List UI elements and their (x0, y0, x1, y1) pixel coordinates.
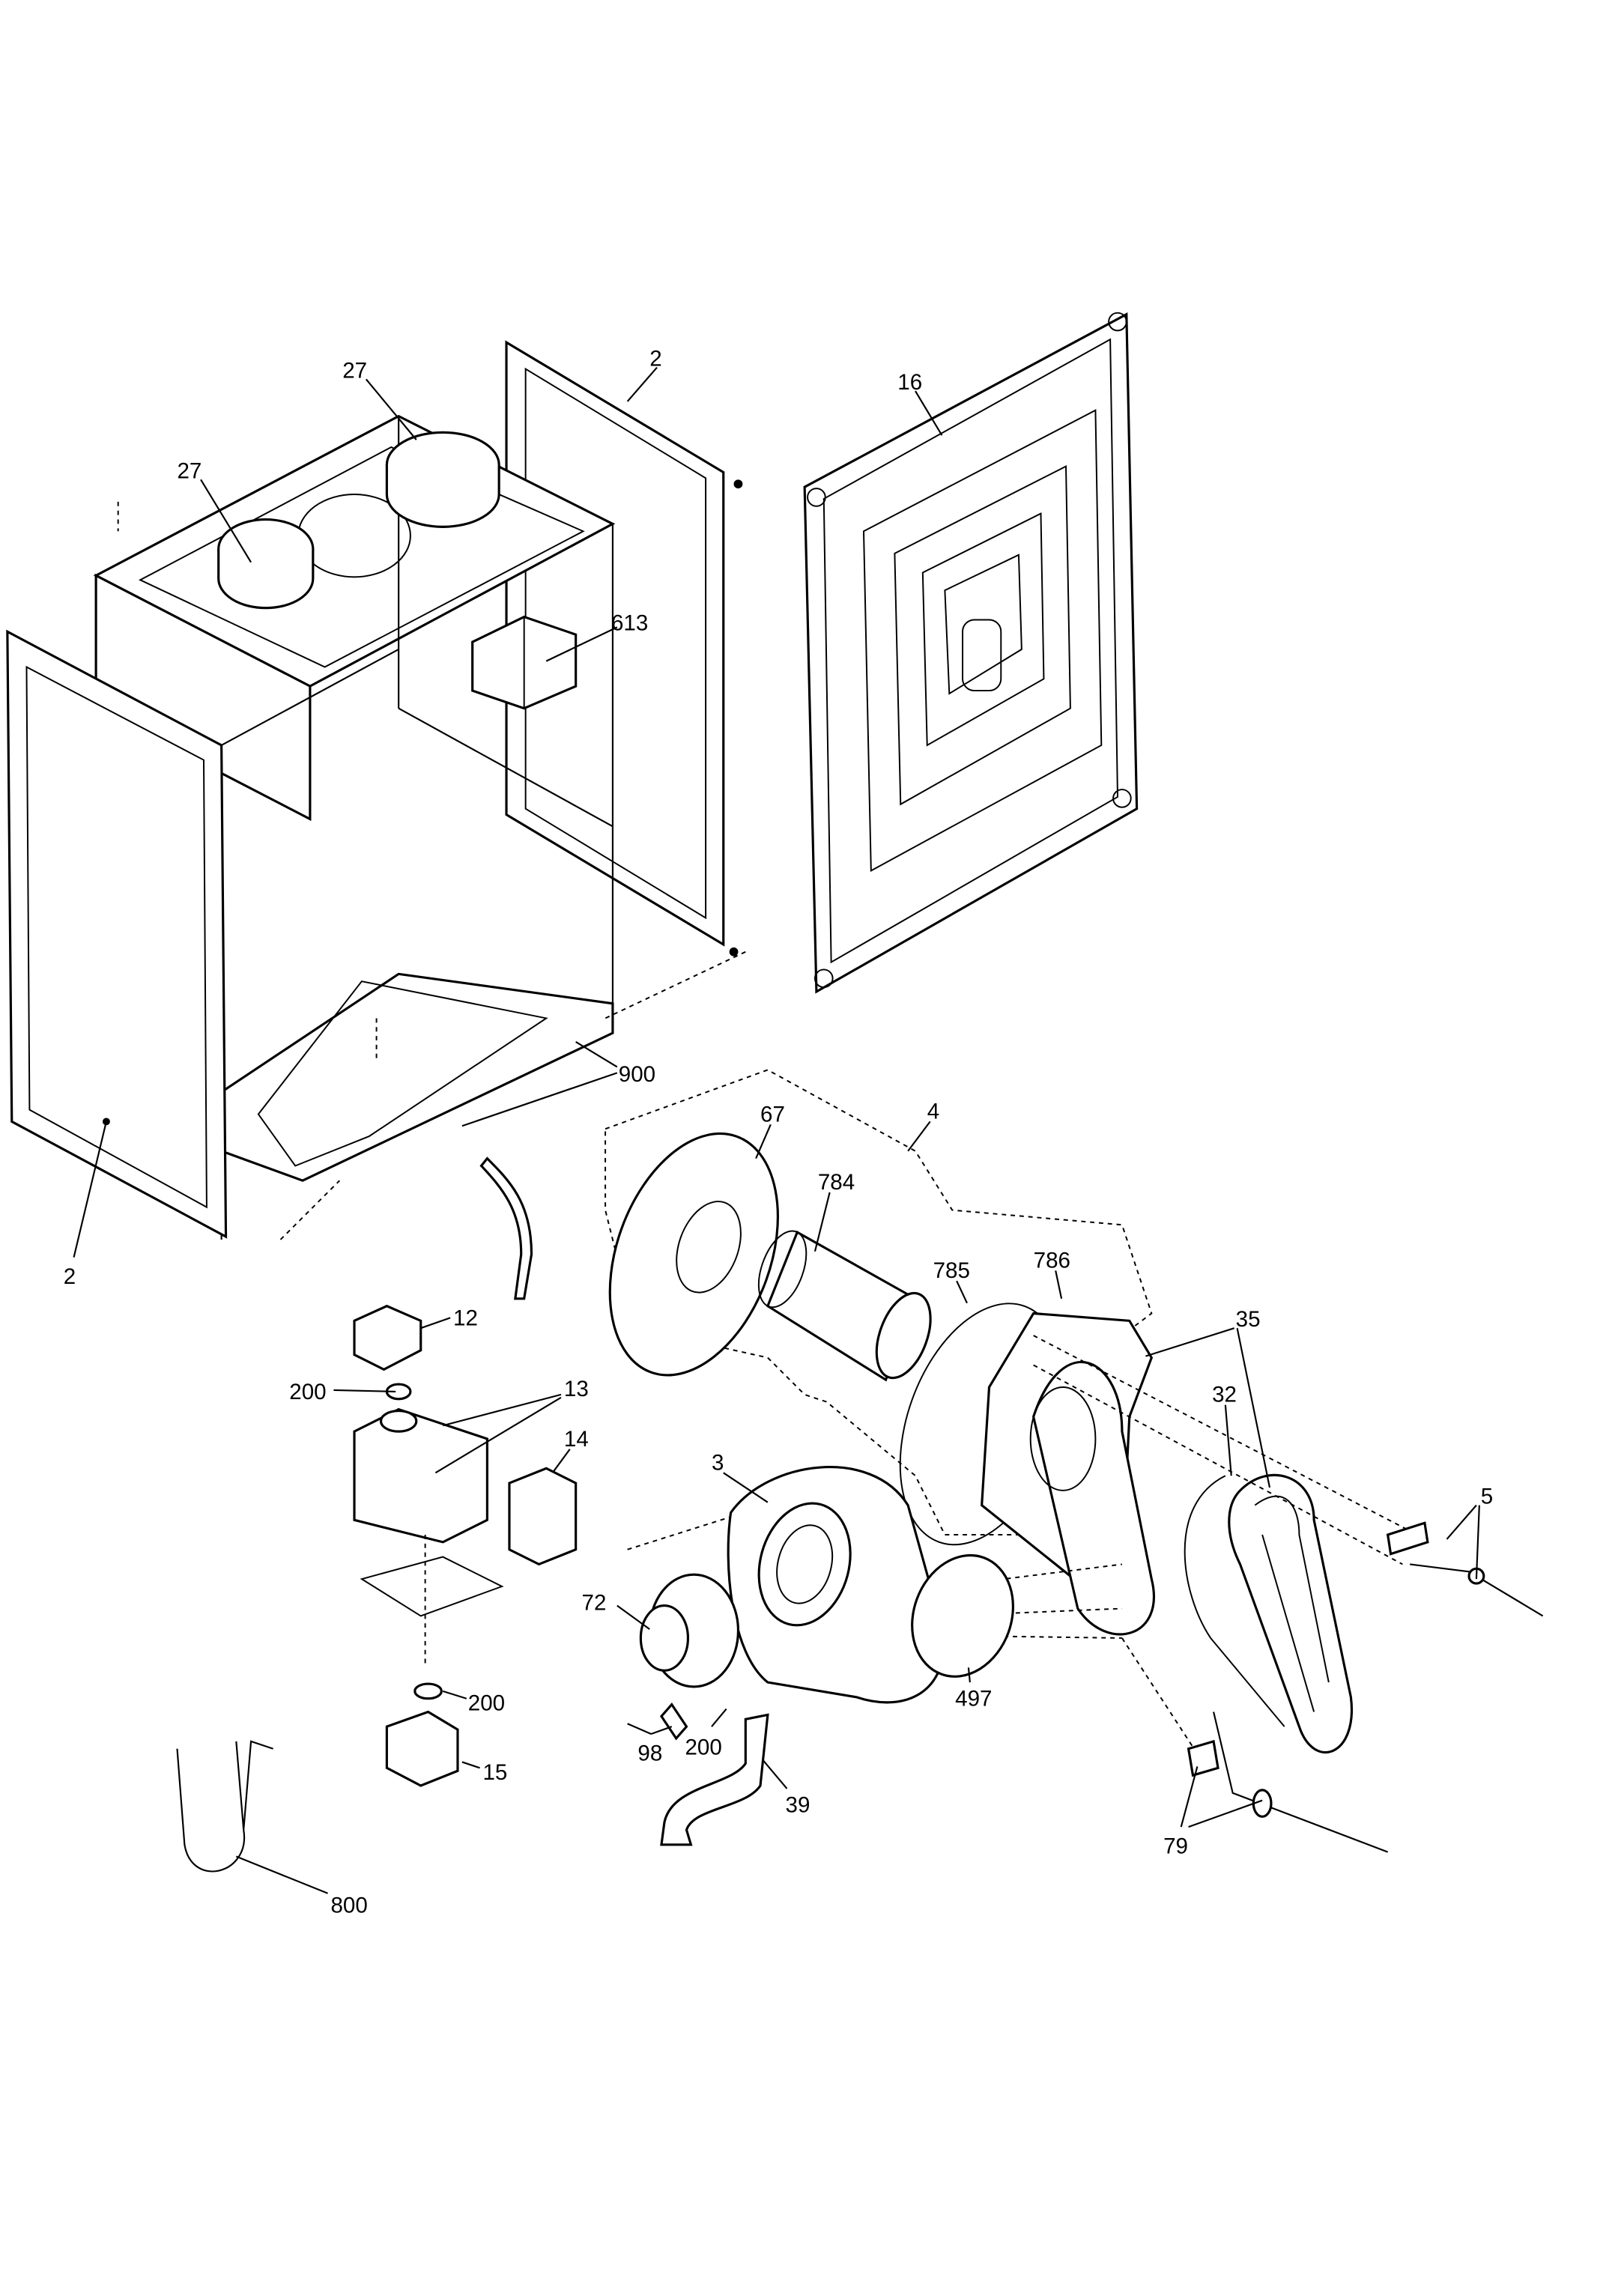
callout-fan: 3 (712, 1450, 724, 1475)
fan-part (727, 1466, 946, 1704)
assembly-guides (627, 1335, 1418, 1757)
callout-heat-exchanger-cover: 35 (1236, 1307, 1261, 1332)
callout-fan-plate-a: 27 (342, 358, 367, 383)
ignition-electrode-part (1187, 1711, 1389, 1853)
callout-washer-b: 200 (685, 1735, 722, 1760)
callout-gas-valve: 13 (564, 1377, 589, 1401)
clip-part (659, 1703, 688, 1741)
callout-valve-cover: 14 (564, 1427, 589, 1452)
callout-labels: 2 27 27 16 613 900 2 4 67 784 785 786 35… (64, 347, 1494, 1918)
callout-gas-cock: 15 (482, 1760, 507, 1785)
burner-tube (757, 1230, 932, 1382)
callout-gas-pipe: 39 (786, 1792, 811, 1817)
valve-cover-part (508, 1467, 578, 1566)
insulation-disc (608, 1132, 779, 1377)
drain-hose (479, 1156, 533, 1300)
callout-venturi: 72 (582, 1591, 607, 1616)
callout-washer-a: 200 (289, 1380, 326, 1404)
callout-electrode: 5 (1481, 1485, 1493, 1509)
callout-ignition-electrode: 79 (1163, 1834, 1188, 1859)
electrode-part (1386, 1521, 1544, 1617)
front-panel (803, 312, 1139, 994)
callout-washer-c: 200 (468, 1691, 505, 1715)
side-panel (6, 629, 228, 1239)
sensor-cable (1184, 1475, 1285, 1727)
fan-gasket (911, 1553, 1014, 1678)
transformer-part (471, 615, 578, 710)
burner-plate (981, 1312, 1155, 1636)
callout-insulation-disc: 67 (760, 1102, 785, 1127)
callout-burner-assembly: 4 (927, 1099, 939, 1124)
venturi-part (639, 1573, 740, 1688)
washer-part-lower (413, 1682, 443, 1700)
callout-gasket-497: 497 (955, 1687, 992, 1711)
heat-exchanger-cover (1228, 1473, 1354, 1754)
cable-harness-part (176, 1740, 273, 1873)
callout-fan-plate-b: 27 (178, 458, 202, 483)
leader-lines (73, 366, 1480, 1894)
gas-cock-part (385, 1710, 459, 1787)
fan-plate-left (217, 518, 315, 610)
gas-valve-part (353, 1407, 488, 1544)
callout-bracket: 900 (619, 1062, 655, 1087)
valve-gasket (360, 1556, 504, 1617)
callout-gasket-785: 785 (933, 1258, 970, 1283)
callout-cable-harness: 800 (330, 1893, 367, 1917)
callout-frame-top: 2 (649, 347, 661, 372)
callout-front-panel: 16 (897, 370, 922, 395)
callout-elbow: 12 (453, 1306, 478, 1330)
callout-side-panel: 2 (64, 1264, 76, 1289)
elbow-part (353, 1304, 422, 1371)
gas-pipe (660, 1713, 769, 1846)
callout-burner-tube: 784 (818, 1170, 855, 1195)
callout-burner-plate: 786 (1034, 1248, 1070, 1273)
callout-sensor-cable: 32 (1212, 1383, 1237, 1407)
callout-transformer: 613 (611, 610, 648, 635)
callout-clip: 98 (637, 1741, 662, 1765)
fan-plate-right (385, 431, 500, 528)
